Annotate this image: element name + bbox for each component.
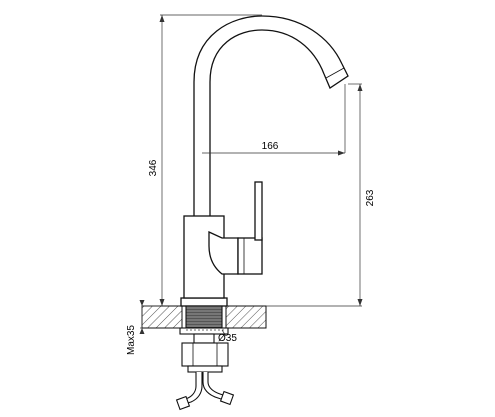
faucet-outline <box>180 15 349 307</box>
countertop-section <box>141 305 267 329</box>
dim-text-total-height: 346 <box>148 159 159 176</box>
base-flange <box>180 297 228 307</box>
spout-outer <box>193 15 343 83</box>
stud-lower <box>193 333 215 344</box>
countertop-left <box>141 305 183 329</box>
spout-inner <box>209 29 325 83</box>
aerator <box>323 63 349 89</box>
threaded-stud <box>185 305 223 329</box>
nut-bottom <box>187 365 223 373</box>
dimension-lines <box>139 14 363 337</box>
dim-text-hole-diameter: Ø35 <box>218 333 237 344</box>
lever-cap <box>237 237 263 275</box>
dim-text-spout-reach: 166 <box>262 141 279 152</box>
supply-hoses <box>175 372 235 411</box>
dim-text-spout-height: 263 <box>365 189 376 206</box>
mounting-fittings <box>179 305 229 373</box>
countertop-right <box>225 305 267 329</box>
dim-text-counter-thickness: Max35 <box>126 325 137 355</box>
lock-nut <box>181 342 229 367</box>
lever-handle <box>254 181 263 241</box>
